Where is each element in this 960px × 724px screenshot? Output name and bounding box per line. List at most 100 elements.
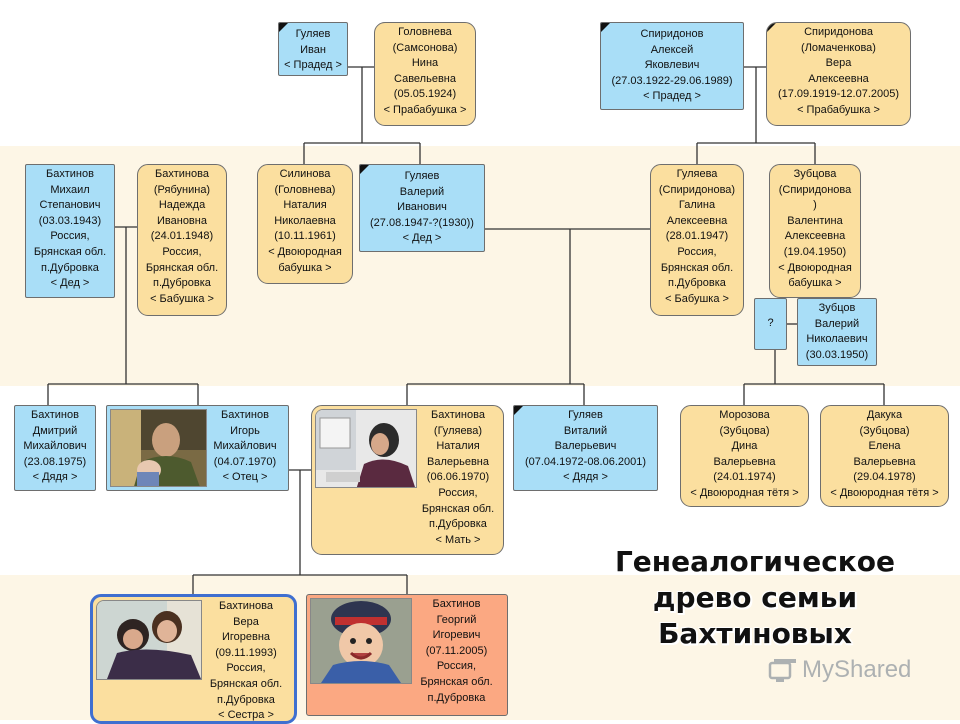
person-card-golovneva-nina[interactable]: Головнева (Самсонова) Нина Савельевна (0… bbox=[374, 22, 476, 126]
card-relation-link[interactable]: < Двоюродная тётя > bbox=[690, 486, 799, 499]
person-card-bakhtinov-igor[interactable]: Бахтинов Игорь Михайлович (04.07.1970) <… bbox=[106, 405, 289, 491]
card-line: (Зубцова) bbox=[859, 424, 910, 437]
card-line: Надежда bbox=[158, 199, 206, 212]
person-card-gulyaev-vitalii[interactable]: Гуляев Виталий Валерьевич (07.04.1972-08… bbox=[513, 405, 658, 491]
card-line: п.Дубровка bbox=[217, 693, 275, 706]
card-line: (27.08.1947-?(1930)) bbox=[370, 216, 474, 229]
card-relation-link[interactable]: бабушка > bbox=[788, 277, 842, 290]
card-line: Алексеевна bbox=[808, 72, 869, 85]
father-photo bbox=[110, 409, 207, 487]
card-line: (03.03.1943) bbox=[38, 214, 102, 227]
card-line: (06.06.1970) bbox=[426, 471, 490, 484]
card-line: Россия, bbox=[162, 245, 202, 258]
watermark-text: MyShared bbox=[802, 656, 912, 683]
page-title: Генеалогическое древо семьи Бахтиновых bbox=[565, 544, 945, 652]
card-relation-link[interactable]: < Дядя > bbox=[32, 471, 78, 484]
person-card-zubtsov-valerii[interactable]: Зубцов Валерий Николаевич (30.03.1950) bbox=[797, 298, 877, 366]
person-card-spiridonov-aleksei[interactable]: Спиридонов Алексей Яковлевич (27.03.1922… bbox=[600, 22, 744, 110]
card-line: (30.03.1950) bbox=[805, 348, 869, 361]
card-relation-link[interactable]: бабушка > bbox=[278, 261, 332, 274]
card-relation-link[interactable]: < Прадед > bbox=[284, 59, 342, 72]
card-relation-link[interactable]: < Бабушка > bbox=[665, 292, 729, 305]
card-line: Валерий bbox=[814, 317, 860, 330]
card-relation-link[interactable]: < Отец > bbox=[222, 471, 268, 484]
card-line: Зубцова bbox=[793, 168, 837, 180]
person-card-gulyaev-ivan[interactable]: Гуляев Иван < Прадед > bbox=[278, 22, 348, 76]
card-line: Бахтинов bbox=[31, 409, 79, 421]
card-line: Гуляев bbox=[295, 28, 331, 40]
person-card-bakhtinov-dmitrii[interactable]: Бахтинов Дмитрий Михайлович (23.08.1975)… bbox=[14, 405, 96, 491]
card-relation-link[interactable]: < Дед > bbox=[402, 232, 442, 245]
person-card-bakhtinov-georgii[interactable]: Бахтинов Георгий Игоревич (07.11.2005) Р… bbox=[306, 594, 508, 716]
card-line: (Самсонова) bbox=[392, 41, 458, 54]
card-line: Вера bbox=[825, 57, 852, 70]
corner-marker-icon bbox=[514, 406, 523, 415]
card-relation-link[interactable]: < Мать > bbox=[435, 533, 481, 546]
card-line: Николаевич bbox=[806, 333, 868, 346]
watermark-logo-icon bbox=[768, 659, 796, 682]
person-card-zubtsova-valentina[interactable]: Зубцова (Спиридонова ) Валентина Алексее… bbox=[769, 164, 861, 298]
card-line: Михайлович bbox=[23, 440, 87, 453]
card-line: Игоревич bbox=[432, 629, 481, 642]
card-line: Алексей bbox=[650, 43, 694, 56]
card-line: Валерьевич bbox=[554, 440, 617, 453]
person-card-bakhtinov-mikhail[interactable]: Бахтинов Михаил Степанович (03.03.1943) … bbox=[25, 164, 115, 298]
card-line: Нина bbox=[411, 57, 439, 70]
card-line: Галина bbox=[678, 199, 716, 212]
person-card-gulyaev-valerii[interactable]: Гуляев Валерий Иванович (27.08.1947-?(19… bbox=[359, 164, 485, 252]
card-relation-link[interactable]: < Двоюродная тётя > bbox=[830, 486, 939, 499]
card-relation-link[interactable]: < Дед > bbox=[50, 277, 90, 290]
person-card-spiridonova-vera[interactable]: Спиридонова (Ломаченкова) Вера Алексеевн… bbox=[766, 22, 911, 126]
card-relation-link[interactable]: < Двоюродная bbox=[778, 261, 852, 274]
card-line: Игоревна bbox=[221, 631, 271, 644]
card-line: (Рябунина) bbox=[153, 183, 211, 196]
card-line: Спиридонова bbox=[804, 26, 873, 38]
georgii-photo bbox=[310, 598, 412, 684]
card-line: Валерий bbox=[399, 185, 445, 198]
card-line: Виталий bbox=[563, 424, 608, 437]
person-card-bakhtinova-natalia[interactable]: Бахтинова (Гуляева) Наталия Валерьевна (… bbox=[311, 405, 504, 555]
card-line: Зубцов bbox=[818, 302, 856, 314]
card-line: Игорь bbox=[230, 424, 260, 437]
card-line: (Спиридонова) bbox=[658, 183, 736, 196]
card-line: п.Дубровка bbox=[427, 691, 486, 704]
card-line: Спиридонов bbox=[640, 28, 704, 40]
card-line: Брянская обл. bbox=[421, 502, 495, 515]
card-line: Брянская обл. bbox=[420, 675, 493, 688]
person-card-silinova-natalia[interactable]: Силинова (Головнева) Наталия Николаевна … bbox=[257, 164, 353, 284]
card-line: п.Дубровка bbox=[153, 277, 211, 290]
title-line: Генеалогическое bbox=[614, 545, 896, 578]
card-line: Бахтинова bbox=[219, 600, 273, 612]
card-line: Дмитрий bbox=[32, 424, 78, 437]
card-line: (Зубцова) bbox=[719, 424, 770, 437]
card-line: Михаил bbox=[50, 183, 90, 196]
card-relation-link[interactable]: < Бабушка > bbox=[150, 292, 214, 305]
card-line: (07.11.2005) bbox=[425, 644, 488, 657]
card-line: Валентина bbox=[787, 214, 843, 227]
card-line: (Ломаченкова) bbox=[801, 41, 876, 54]
card-relation-link[interactable]: < Прабабушка > bbox=[797, 103, 880, 116]
card-relation-link[interactable]: < Сестра > bbox=[218, 709, 274, 722]
person-card-unknown[interactable]: ? bbox=[754, 298, 787, 350]
card-line: Дина bbox=[731, 440, 758, 453]
card-relation-link[interactable]: < Прадед > bbox=[643, 90, 701, 103]
card-line: (04.07.1970) bbox=[213, 455, 277, 468]
card-line: Михайлович bbox=[213, 440, 277, 453]
card-relation-link[interactable]: < Дядя > bbox=[563, 471, 608, 484]
card-line: Брянская обл. bbox=[145, 261, 219, 274]
watermark: MyShared bbox=[768, 656, 911, 684]
person-card-dakuka-elena[interactable]: Дакука (Зубцова) Елена Валерьевна (29.04… bbox=[820, 405, 949, 507]
card-line: Савельевна bbox=[394, 72, 456, 85]
person-card-morozova-dina[interactable]: Морозова (Зубцова) Дина Валерьевна (24.0… bbox=[680, 405, 809, 507]
card-relation-link[interactable]: < Прабабушка > bbox=[383, 103, 467, 116]
card-line: Алексеевна bbox=[666, 214, 728, 227]
title-line: древо семьи bbox=[652, 581, 858, 614]
person-card-bakhtinova-nadezhda[interactable]: Бахтинова (Рябунина) Надежда Ивановна (2… bbox=[137, 164, 227, 316]
card-line: Иван bbox=[300, 43, 326, 56]
card-line: п.Дубровка bbox=[668, 277, 726, 290]
card-line: (19.04.1950) bbox=[783, 245, 847, 258]
card-relation-link[interactable]: < Двоюродная bbox=[268, 245, 342, 258]
person-card-gulyaeva-galina[interactable]: Гуляева (Спиридонова) Галина Алексеевна … bbox=[650, 164, 744, 316]
card-line: ? bbox=[767, 317, 774, 330]
person-card-bakhtinova-vera[interactable]: Бахтинова Вера Игоревна (09.11.1993) Рос… bbox=[90, 594, 297, 724]
